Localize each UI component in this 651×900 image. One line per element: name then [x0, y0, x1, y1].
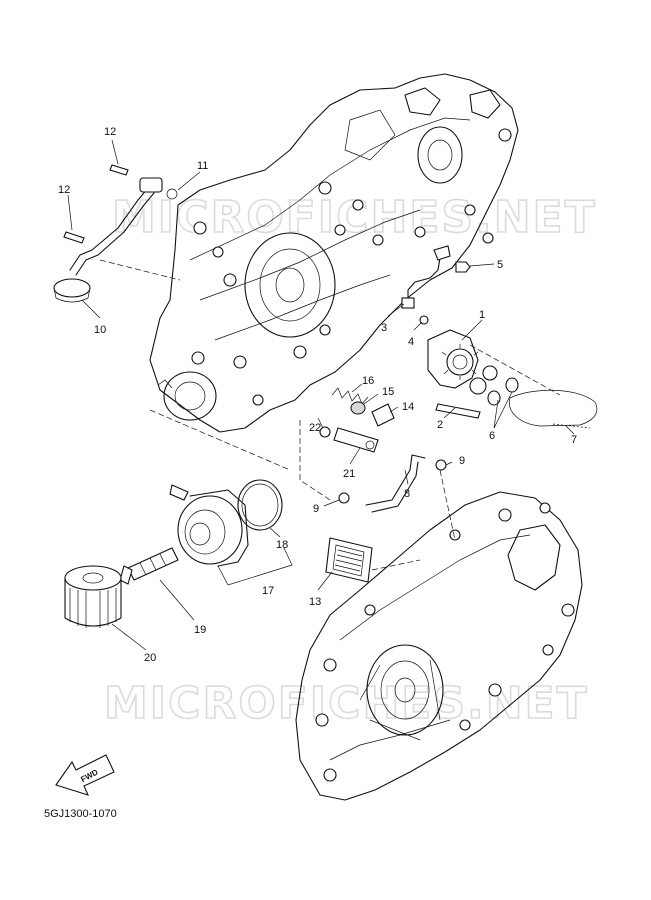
callout-19: 19 [194, 624, 206, 636]
callout-20: 20 [144, 652, 156, 664]
oil-filter-union-bolt [119, 547, 179, 585]
callout-11: 11 [197, 160, 208, 172]
callout-6: 6 [489, 430, 495, 442]
oil-filter-housing [169, 479, 293, 586]
oil-pump-assembly [419, 315, 561, 419]
callout-3: 3 [381, 322, 387, 334]
callout-9-lower: 9 [313, 503, 319, 515]
callout-17: 17 [262, 585, 274, 597]
leader-lines [67, 139, 575, 651]
callout-4: 4 [408, 336, 414, 348]
callout-21: 21 [343, 468, 355, 480]
oil-delivery-pipe [401, 245, 471, 309]
callout-1: 1 [479, 309, 485, 321]
oil-pipe [299, 420, 456, 541]
callout-12-lower: 12 [58, 184, 70, 196]
callout-15: 15 [382, 386, 394, 398]
drive-chain [508, 389, 598, 429]
oil-filter-element [64, 565, 122, 628]
callout-22: 22 [309, 422, 321, 434]
fwd-arrow: FWD [55, 754, 115, 796]
relief-valve-parts [319, 387, 395, 453]
callout-16: 16 [362, 375, 374, 387]
oil-filler-cap-assembly [53, 164, 181, 303]
callout-7: 7 [571, 434, 577, 446]
oil-strainer [325, 537, 421, 583]
callout-18: 18 [276, 539, 288, 551]
callout-numbers: 1 2 3 4 5 6 7 8 9 9 10 11 12 12 13 14 15… [58, 126, 577, 664]
diagram-reference-code: 5GJ1300-1070 [44, 808, 117, 820]
crankcase-upper [149, 73, 519, 471]
callout-10: 10 [94, 324, 106, 336]
callout-2: 2 [437, 419, 443, 431]
watermark-top: MICROFICHES.NET [112, 192, 597, 243]
callout-13: 13 [309, 596, 321, 608]
callout-9-upper: 9 [459, 455, 465, 467]
crankcase-cover-lower [295, 491, 583, 801]
callout-14: 14 [402, 401, 414, 413]
callout-12-upper: 12 [104, 126, 116, 138]
callout-5: 5 [497, 259, 503, 271]
callout-8: 8 [404, 488, 410, 500]
watermark-bottom: MICROFICHES.NET [104, 678, 589, 729]
